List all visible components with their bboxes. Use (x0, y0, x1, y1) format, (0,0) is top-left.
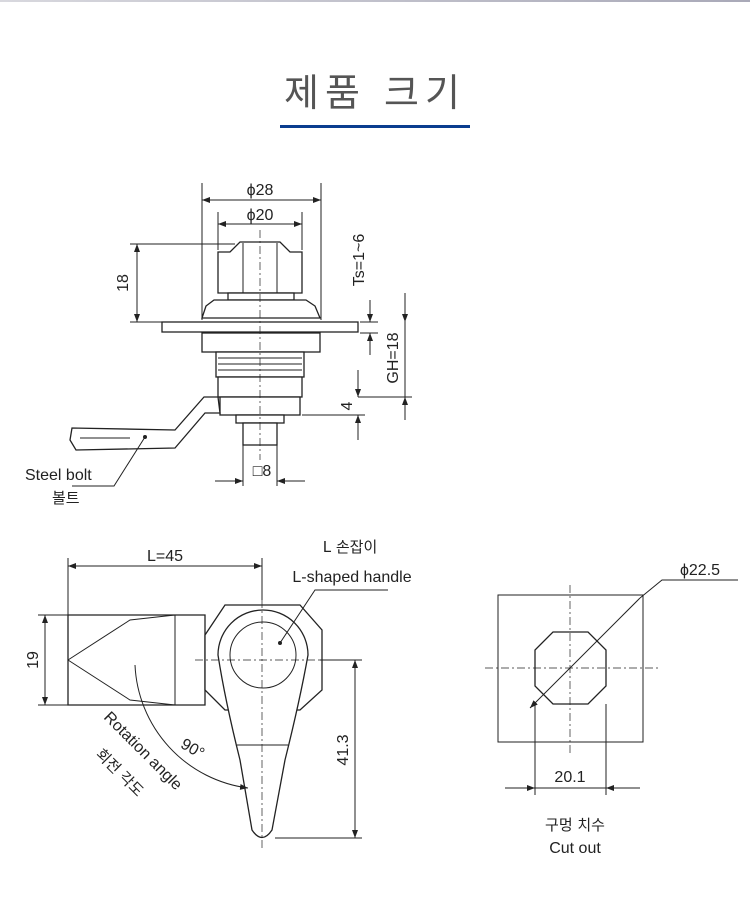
cam-top-view (67, 614, 206, 706)
dim-square-shaft: □8 (253, 463, 272, 480)
bolt-label-ko: 볼트 (52, 489, 80, 507)
bolt-label-en: Steel bolt (25, 467, 92, 484)
top-border (0, 0, 750, 2)
cutout-label-ko: 구멍 치수 (545, 816, 605, 834)
title-underline (280, 125, 470, 128)
dim-ts: Ts=1~6 (351, 234, 368, 287)
cutout-label-en: Cut out (549, 840, 601, 857)
l-handle (217, 609, 309, 839)
dim-handle-height: 41.3 (335, 734, 352, 765)
cutout-view: ϕ22.5 20.1 구멍 치수 Cut out (485, 562, 738, 857)
handle-label-en: L-shaped handle (292, 569, 411, 586)
side-view: ϕ28 ϕ20 18 Ts=1~6 GH (25, 182, 412, 507)
steel-bolt (69, 396, 221, 451)
dim-cutout-width: 20.1 (554, 769, 585, 786)
nut (201, 332, 321, 353)
flange (201, 299, 321, 319)
dim-dia20: ϕ20 (247, 207, 274, 224)
dim-width: 19 (25, 651, 42, 669)
rotation-angle-value: 90° (178, 736, 207, 763)
handle-label-ko: L 손잡이 (323, 538, 378, 556)
dim-gh: GH=18 (385, 332, 402, 383)
rotation-label-en: Rotation angle (100, 709, 185, 794)
dim-length: L=45 (147, 548, 183, 565)
dim-cam-offset: 4 (339, 401, 356, 410)
panel-outline (497, 594, 644, 743)
dim-height-18: 18 (115, 274, 132, 292)
front-view: L=45 19 41.3 90° Rotation angle 회전 각도 L … (25, 538, 412, 850)
dim-dia28: ϕ28 (247, 182, 274, 199)
page-title: 제품 크기 (284, 71, 466, 115)
dim-cutout-diameter: ϕ22.5 (680, 562, 720, 579)
